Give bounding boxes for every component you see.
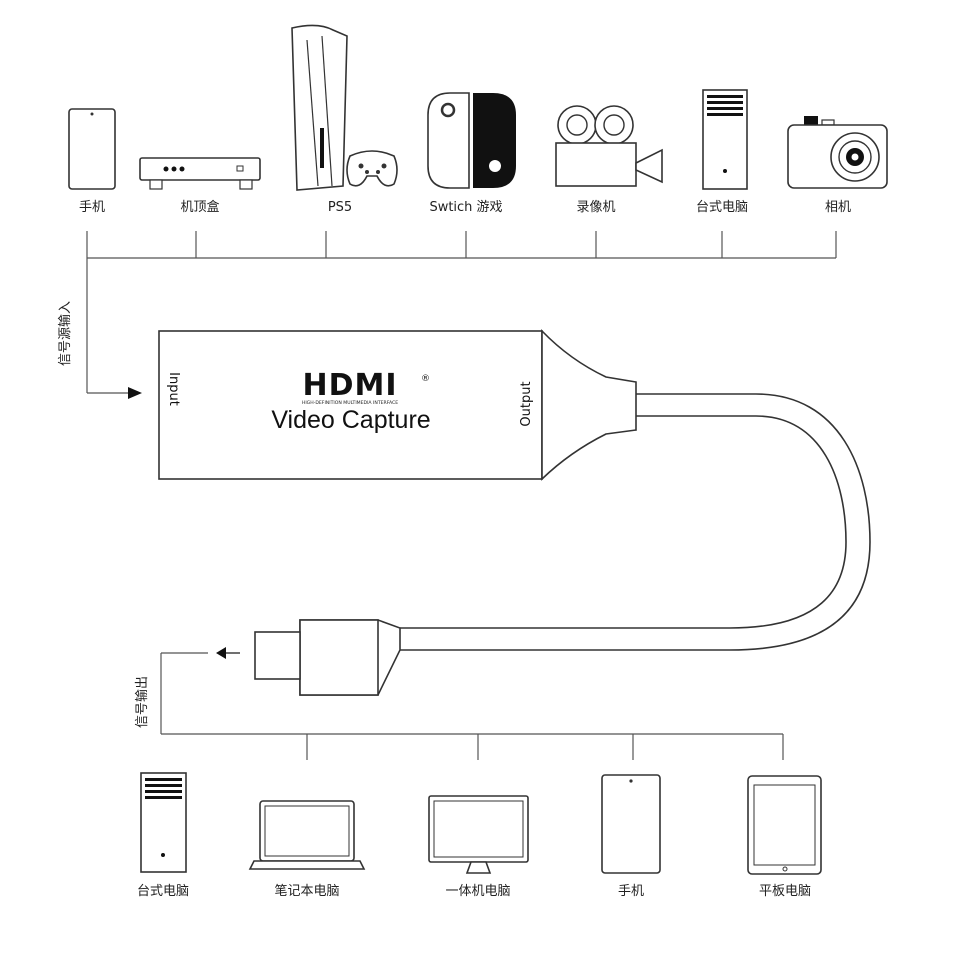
input-port-label: Input	[166, 372, 181, 406]
desktop-tower-icon	[140, 772, 187, 873]
smartphone-icon	[601, 774, 661, 874]
input-label-settop: 机顶盒	[180, 199, 219, 215]
hdmi-registered-mark: ®	[421, 374, 430, 384]
handheld-console-icon	[427, 92, 516, 189]
game-console-icon	[291, 24, 398, 191]
output-label-desktop: 台式电脑	[137, 884, 189, 899]
input-label-camera: 相机	[825, 200, 851, 215]
input-connector-lines	[86, 231, 837, 394]
output-label-phone: 手机	[618, 884, 644, 899]
photo-camera-icon	[787, 116, 888, 189]
capture-device	[158, 329, 871, 696]
tablet-icon	[747, 775, 822, 875]
input-arrow-icon	[128, 387, 142, 399]
output-port-label: Output	[519, 381, 534, 426]
device-title: Video Capture	[271, 406, 430, 434]
output-label-tablet: 平板电脑	[759, 884, 811, 899]
hdmi-logo: HDMI	[302, 368, 397, 403]
input-label-switch: Swtich 游戏	[429, 200, 502, 215]
set-top-box-icon	[139, 157, 261, 190]
input-side-label: 信号源输入	[57, 301, 73, 366]
input-label-camcorder: 录像机	[576, 200, 615, 215]
input-label-phone: 手机	[79, 200, 105, 215]
output-side-label: 信号输出	[134, 676, 150, 728]
output-arrow-icon	[216, 647, 226, 659]
input-label-desktop: 台式电脑	[696, 200, 748, 215]
hdmi-logo-subtext: HIGH-DEFINITION MULTIMEDIA INTERFACE	[302, 400, 398, 406]
output-label-aio: 一体机电脑	[445, 884, 510, 899]
laptop-icon	[248, 800, 366, 870]
input-label-ps5: PS5	[328, 200, 352, 215]
video-camera-icon	[555, 105, 663, 187]
smartphone-icon	[68, 108, 116, 190]
monitor-icon	[428, 795, 529, 874]
desktop-tower-icon	[702, 89, 748, 190]
output-label-laptop: 笔记本电脑	[274, 883, 339, 899]
output-connector-lines	[160, 652, 784, 760]
